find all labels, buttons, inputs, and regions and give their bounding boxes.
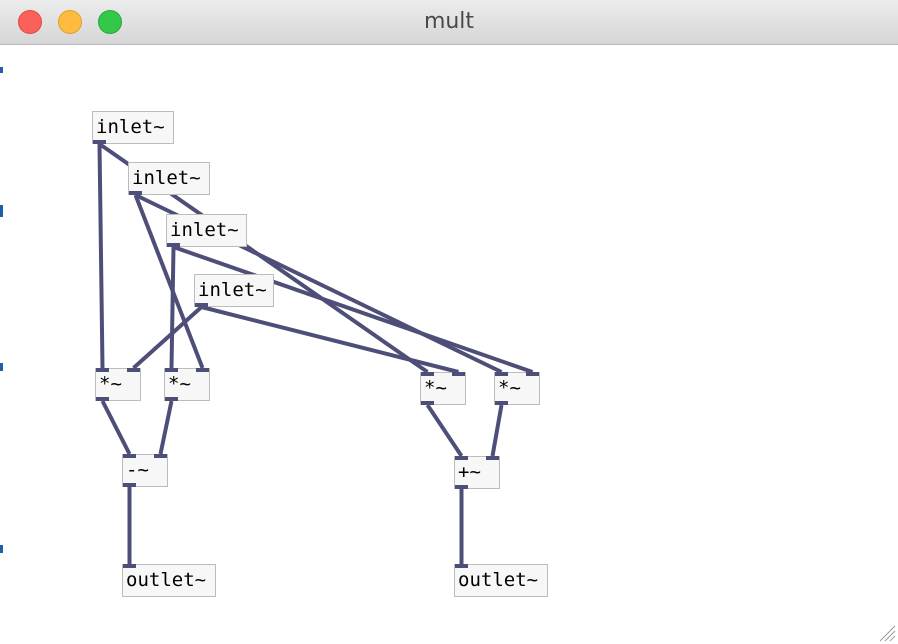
patch-cord[interactable] — [158, 400, 174, 455]
object-label: -~ — [126, 459, 149, 481]
patch-cord[interactable] — [490, 404, 504, 457]
outlet-port[interactable] — [167, 243, 180, 247]
patch-cord[interactable] — [97, 143, 105, 369]
object-label: inlet~ — [96, 116, 165, 138]
outlet-port[interactable] — [123, 483, 136, 487]
inlet-port[interactable] — [165, 368, 178, 372]
inlet-object[interactable]: inlet~ — [92, 111, 174, 144]
object-label: inlet~ — [170, 219, 239, 241]
minimize-button[interactable] — [58, 10, 82, 34]
patch-cord[interactable] — [132, 305, 203, 370]
object-label: +~ — [458, 461, 481, 483]
add-object[interactable]: +~ — [454, 456, 500, 489]
inlet-port[interactable] — [127, 368, 140, 372]
multiply-object[interactable]: *~ — [95, 368, 141, 401]
inlet-port[interactable] — [123, 454, 136, 458]
outlet-object[interactable]: outlet~ — [454, 564, 548, 597]
patch-cord[interactable] — [201, 305, 459, 374]
subtract-object[interactable]: -~ — [122, 454, 168, 487]
object-label: inlet~ — [198, 279, 267, 301]
inlet-port[interactable] — [486, 456, 499, 460]
object-label: *~ — [99, 373, 122, 395]
inlet-port[interactable] — [96, 368, 109, 372]
inlet-port[interactable] — [526, 372, 539, 376]
close-button[interactable] — [18, 10, 42, 34]
inlet-port[interactable] — [196, 368, 209, 372]
object-label: *~ — [498, 377, 521, 399]
outlet-port[interactable] — [129, 191, 142, 195]
object-label: inlet~ — [132, 167, 201, 189]
inlet-port[interactable] — [421, 372, 434, 376]
outlet-port[interactable] — [455, 485, 468, 489]
multiply-object[interactable]: *~ — [494, 372, 540, 405]
object-label: *~ — [424, 377, 447, 399]
patch-cord[interactable] — [169, 246, 176, 369]
resize-grip-icon[interactable] — [878, 624, 896, 642]
inlet-port[interactable] — [495, 372, 508, 376]
patch-cord[interactable] — [133, 194, 205, 369]
object-label: outlet~ — [126, 569, 207, 591]
outlet-port[interactable] — [495, 401, 508, 405]
inlet-port[interactable] — [452, 372, 465, 376]
inlet-port[interactable] — [455, 564, 468, 568]
zoom-button[interactable] — [98, 10, 122, 34]
inlet-object[interactable]: inlet~ — [128, 162, 210, 195]
patch-cord[interactable] — [100, 400, 132, 455]
outlet-port[interactable] — [195, 303, 208, 307]
outlet-port[interactable] — [165, 397, 178, 401]
inlet-object[interactable]: inlet~ — [166, 214, 247, 247]
inlet-port[interactable] — [154, 454, 167, 458]
edge-mark — [0, 363, 3, 371]
patch-canvas[interactable]: inlet~ inlet~ inlet~ inlet~ *~ *~ — [0, 45, 898, 644]
inlet-port[interactable] — [455, 456, 468, 460]
multiply-object[interactable]: *~ — [420, 372, 466, 405]
title-bar[interactable]: mult — [0, 0, 898, 45]
multiply-object[interactable]: *~ — [164, 368, 210, 401]
inlet-object[interactable]: inlet~ — [194, 274, 274, 307]
patch-cord[interactable] — [172, 245, 534, 374]
edge-mark — [0, 205, 3, 217]
patch-cord[interactable] — [425, 403, 464, 458]
object-label: outlet~ — [458, 569, 539, 591]
outlet-object[interactable]: outlet~ — [122, 564, 216, 597]
inlet-port[interactable] — [123, 564, 136, 568]
window-title: mult — [423, 9, 475, 34]
outlet-port[interactable] — [93, 140, 106, 144]
outlet-port[interactable] — [421, 401, 434, 405]
outlet-port[interactable] — [96, 397, 109, 401]
edge-mark — [0, 67, 3, 73]
object-label: *~ — [168, 373, 191, 395]
edge-mark — [0, 545, 3, 553]
